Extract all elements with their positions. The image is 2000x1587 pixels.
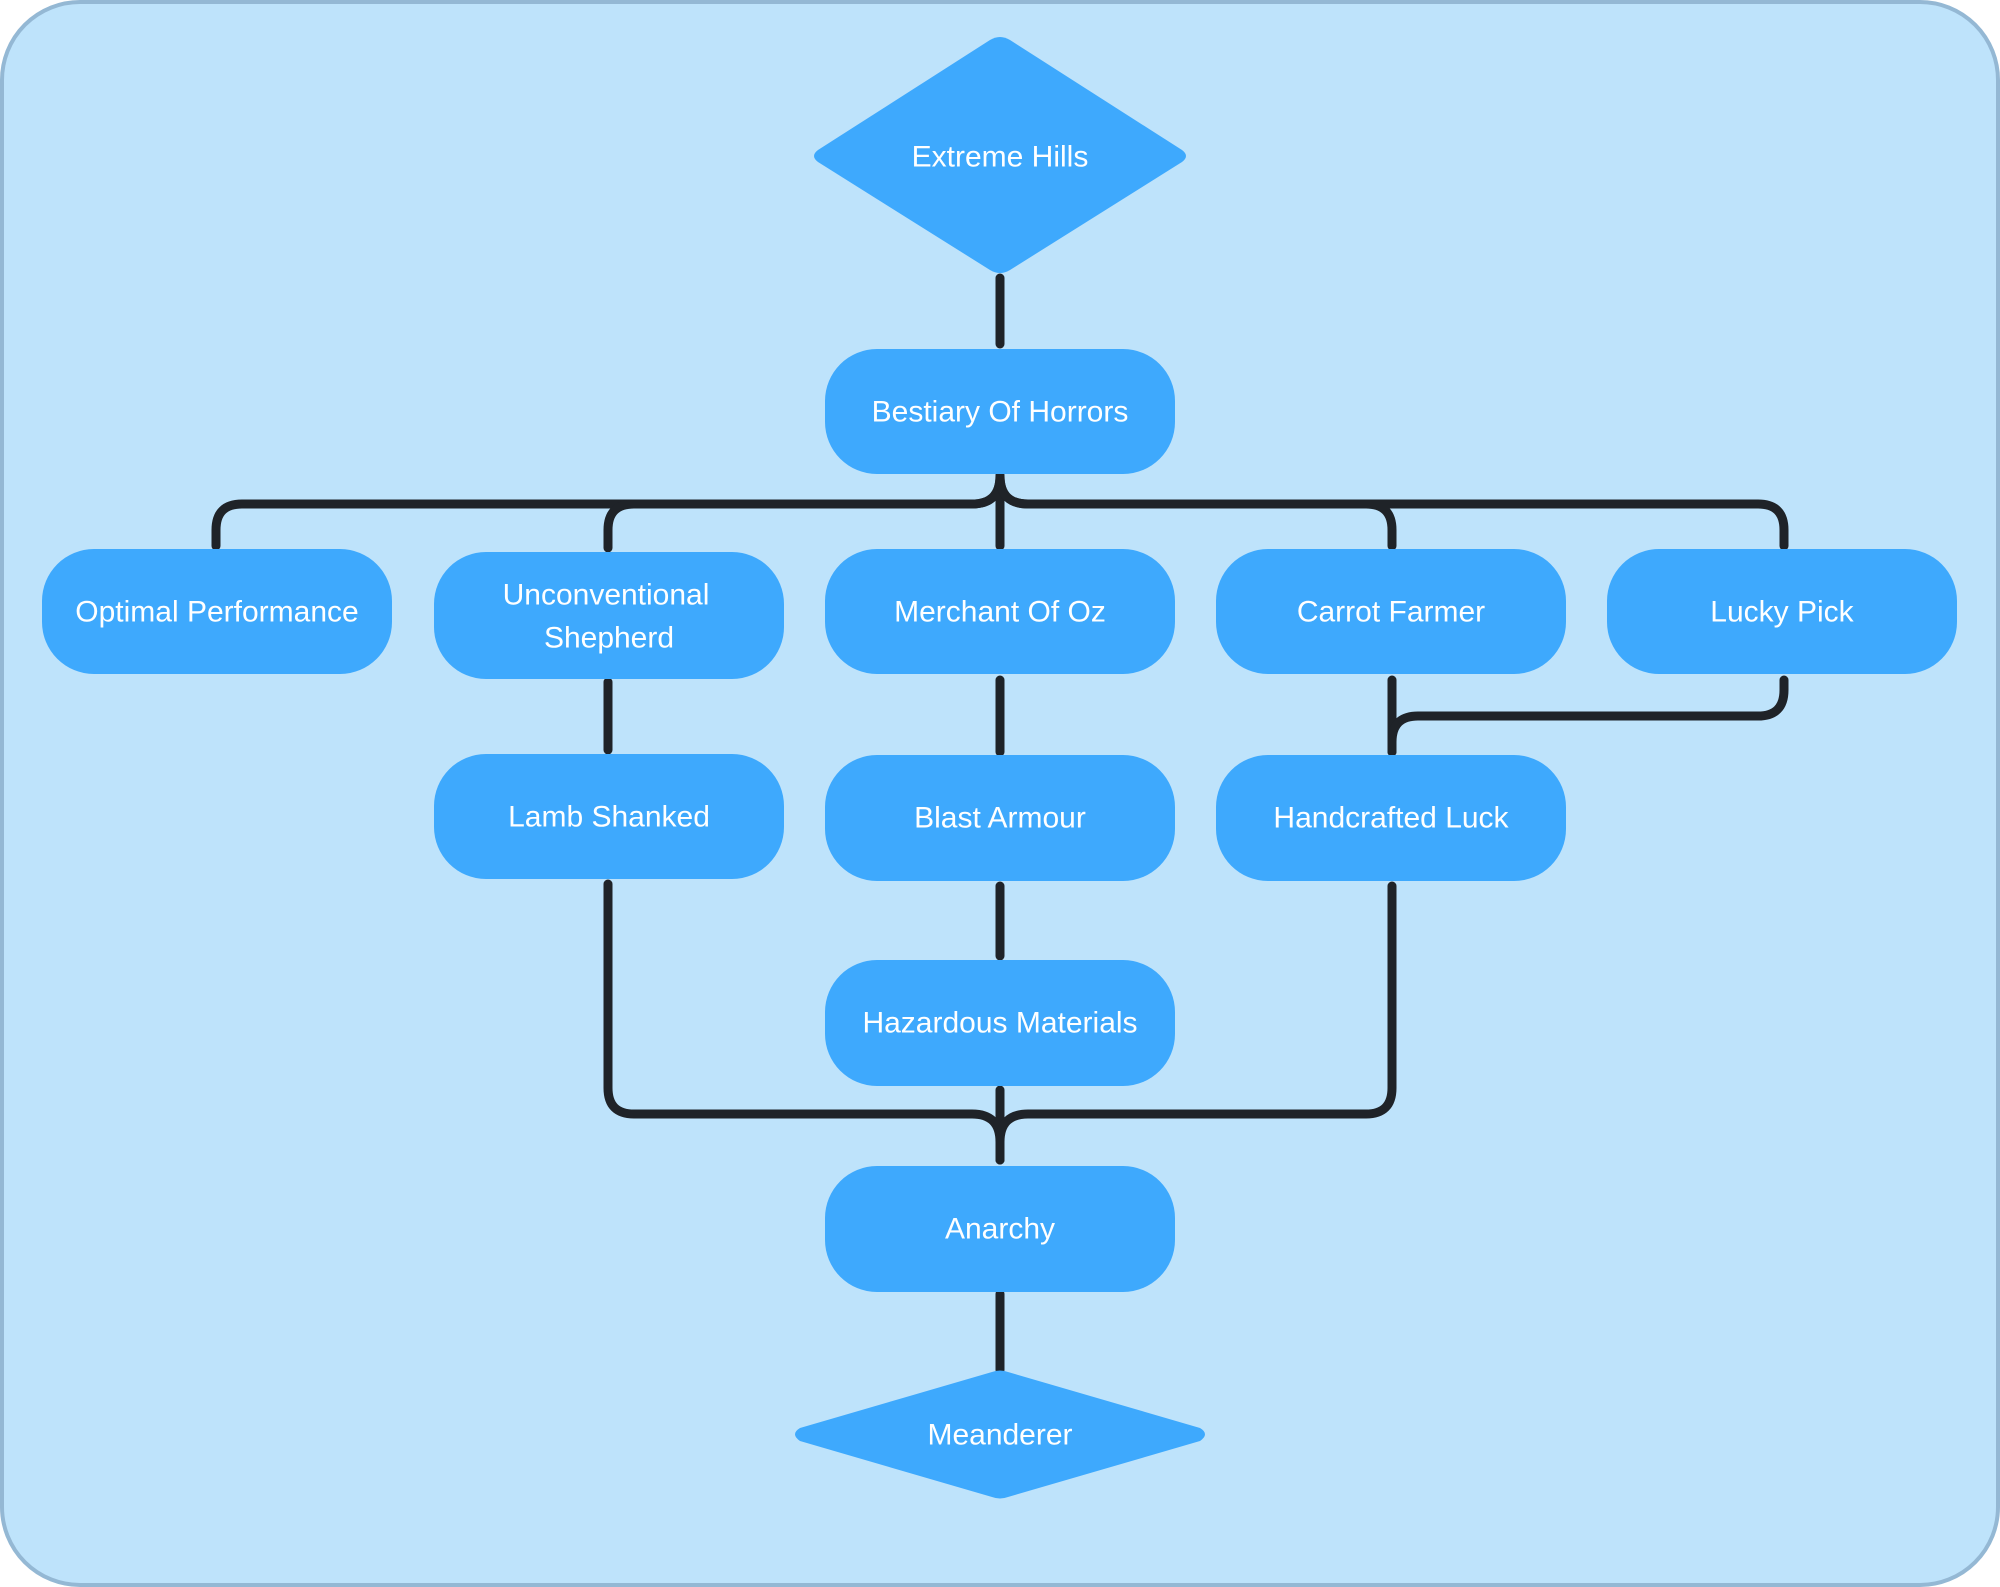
node-anarchy[interactable]: Anarchy: [825, 1166, 1175, 1292]
node-handcrafted-luck-shape: [1216, 755, 1566, 881]
node-extreme-hills-shape: [814, 37, 1186, 273]
node-carrot-farmer-label: Carrot Farmer: [1297, 596, 1485, 629]
node-optimal-performance-label: Optimal Performance: [75, 596, 358, 629]
node-anarchy-label: Anarchy: [945, 1213, 1055, 1246]
nodes: Extreme Hills Bestiary Of Horrors Optima…: [42, 37, 1957, 1499]
node-handcrafted-luck-label: Handcrafted Luck: [1273, 802, 1509, 835]
node-hazardous-materials-shape: [825, 960, 1175, 1086]
node-blast-armour-label: Blast Armour: [914, 802, 1086, 835]
node-hazardous-materials-label: Hazardous Materials: [862, 1007, 1137, 1040]
node-unconventional-shepherd[interactable]: Unconventional Shepherd: [434, 552, 784, 679]
node-unconventional-shepherd-label-line-1: Unconventional: [503, 579, 710, 612]
node-unconventional-shepherd-label-line-2: Shepherd: [544, 622, 674, 655]
node-lucky-pick-label: Lucky Pick: [1710, 596, 1854, 629]
node-unconventional-shepherd-shape: [434, 552, 784, 679]
node-lucky-pick-shape: [1607, 549, 1957, 674]
edge-bestiary-to-lucky-pick: [995, 471, 1789, 551]
node-bestiary-of-horrors-shape: [825, 349, 1175, 474]
node-anarchy-shape: [825, 1166, 1175, 1292]
node-lamb-shanked-shape: [434, 754, 784, 879]
node-carrot-farmer[interactable]: Carrot Farmer: [1216, 549, 1566, 674]
node-meanderer-label: Meanderer: [927, 1419, 1072, 1452]
node-blast-armour-shape: [825, 755, 1175, 881]
node-optimal-performance-shape: [42, 549, 392, 674]
node-lamb-shanked-label: Lamb Shanked: [508, 801, 710, 834]
node-meanderer-shape: [795, 1370, 1205, 1499]
edge-handcrafted-luck-to-anarchy: [995, 881, 1397, 1165]
node-lucky-pick[interactable]: Lucky Pick: [1607, 549, 1957, 674]
node-extreme-hills[interactable]: Extreme Hills: [814, 37, 1186, 273]
node-merchant-of-oz[interactable]: Merchant Of Oz: [825, 549, 1175, 674]
node-extreme-hills-label: Extreme Hills: [912, 141, 1089, 174]
node-carrot-farmer-shape: [1216, 549, 1566, 674]
node-handcrafted-luck[interactable]: Handcrafted Luck: [1216, 755, 1566, 881]
node-bestiary-of-horrors[interactable]: Bestiary Of Horrors: [825, 349, 1175, 474]
node-optimal-performance[interactable]: Optimal Performance: [42, 549, 392, 674]
node-hazardous-materials[interactable]: Hazardous Materials: [825, 960, 1175, 1086]
node-bestiary-of-horrors-label: Bestiary Of Horrors: [872, 396, 1129, 429]
node-merchant-of-oz-shape: [825, 549, 1175, 674]
node-lamb-shanked[interactable]: Lamb Shanked: [434, 754, 784, 879]
edges: [211, 273, 1789, 1375]
edge-lucky-pick-to-handcrafted-luck: [1387, 675, 1789, 757]
node-blast-armour[interactable]: Blast Armour: [825, 755, 1175, 881]
node-meanderer[interactable]: Meanderer: [795, 1370, 1205, 1499]
node-merchant-of-oz-label: Merchant Of Oz: [894, 596, 1106, 629]
